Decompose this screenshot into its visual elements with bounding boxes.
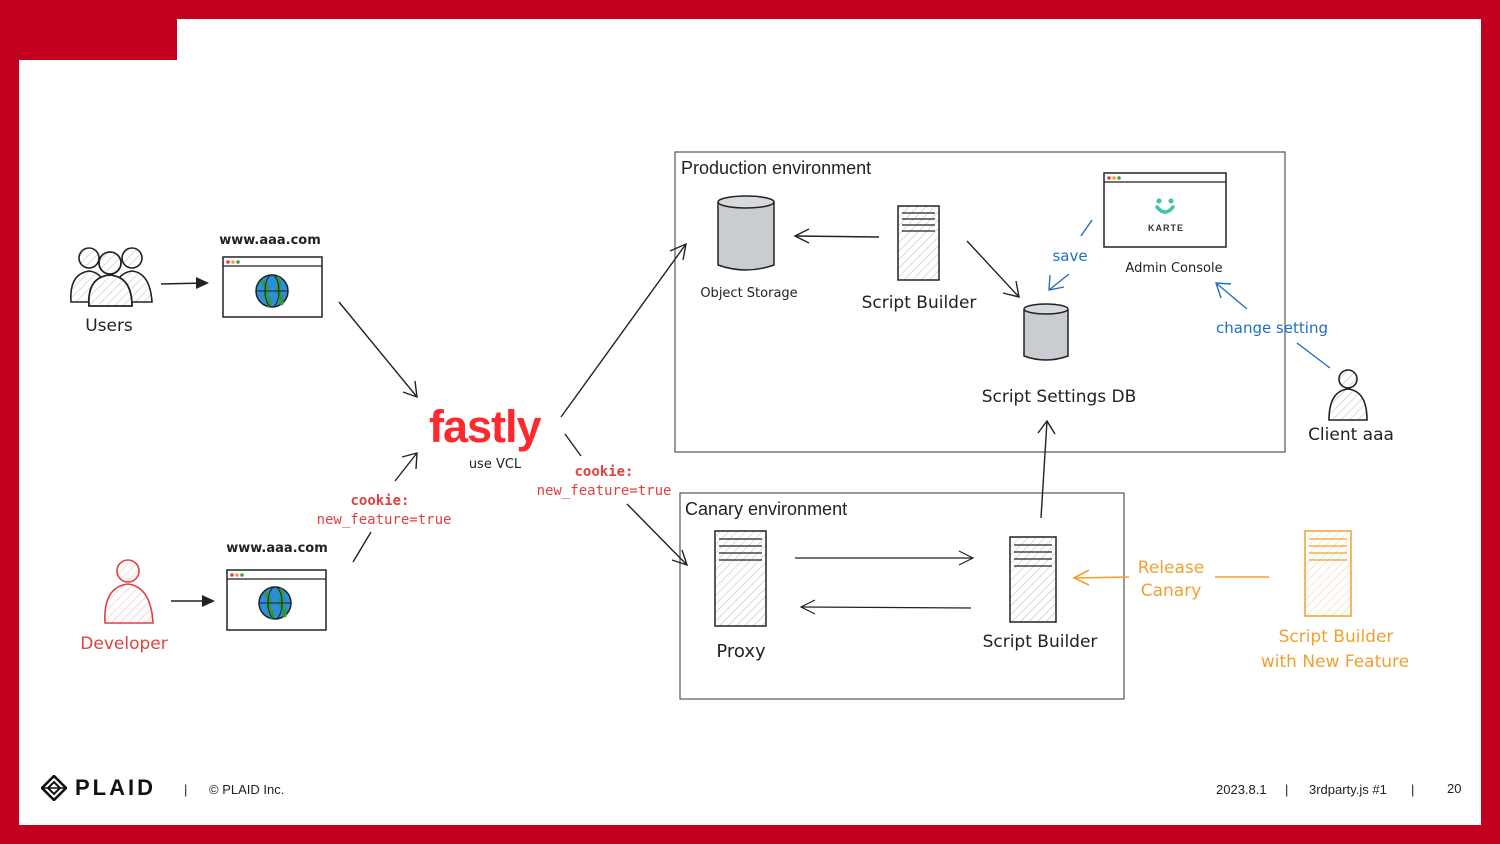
browser-window-developer bbox=[226, 569, 327, 631]
karte-logo-icon bbox=[1155, 198, 1175, 214]
site-label-developer: www.aaa.com bbox=[226, 541, 328, 556]
client-icon bbox=[1328, 369, 1368, 421]
footer-date: 2023.8.1 bbox=[1216, 782, 1267, 797]
users-label: Users bbox=[85, 316, 133, 336]
arrow-site-to-fastly bbox=[338, 301, 418, 399]
footer-separator: | bbox=[1411, 782, 1415, 797]
arrow-release-canary bbox=[1072, 569, 1269, 586]
arrow-canary-builder-to-proxy bbox=[799, 599, 972, 615]
change-setting-label: change setting bbox=[1216, 319, 1328, 337]
globe-icon bbox=[258, 586, 292, 620]
corner-tab bbox=[19, 19, 177, 60]
developer-label: Developer bbox=[80, 634, 167, 654]
script-builder-new-feature-label-line2: with New Feature bbox=[1261, 652, 1409, 672]
release-canary-label-line1: Release bbox=[1138, 558, 1204, 578]
arrow-builder-to-settings-db bbox=[966, 240, 1020, 298]
canary-environment-box: Canary environment bbox=[679, 492, 1125, 700]
arrow-developer-to-site bbox=[171, 595, 215, 607]
users-icon bbox=[70, 247, 153, 307]
plaid-wordmark: PLAID bbox=[75, 775, 156, 800]
script-builder-prod-label: Script Builder bbox=[862, 293, 977, 313]
arrow-fastly-to-production bbox=[560, 242, 687, 418]
canary-environment-title: Canary environment bbox=[685, 499, 847, 519]
footer-separator: | bbox=[1285, 782, 1289, 797]
arrow-proxy-to-canary-builder bbox=[795, 550, 975, 566]
cookie-label-fastly-line2: new_feature=true bbox=[537, 483, 672, 499]
script-builder-prod-server-icon bbox=[897, 205, 940, 281]
arrow-users-to-site bbox=[160, 277, 209, 289]
browser-window-users bbox=[222, 256, 323, 318]
arrow-fastly-to-canary bbox=[564, 433, 689, 567]
production-environment-title: Production environment bbox=[681, 158, 871, 178]
developer-icon bbox=[104, 559, 154, 624]
release-canary-label-line2: Canary bbox=[1141, 581, 1202, 601]
admin-console-label: Admin Console bbox=[1125, 261, 1222, 276]
client-label: Client aaa bbox=[1308, 425, 1394, 445]
save-label: save bbox=[1052, 247, 1087, 265]
script-settings-db-icon bbox=[1023, 303, 1069, 361]
script-settings-db-label: Script Settings DB bbox=[982, 387, 1137, 407]
proxy-label: Proxy bbox=[716, 641, 766, 662]
fastly-caption: use VCL bbox=[469, 457, 522, 472]
script-builder-canary-server-icon bbox=[1009, 536, 1057, 623]
arrow-change-setting bbox=[1215, 282, 1331, 369]
plaid-logo-icon bbox=[41, 775, 67, 801]
script-builder-new-feature-server-icon bbox=[1304, 530, 1352, 617]
footer-separator: | bbox=[184, 782, 188, 797]
slide: Production environment Canary environmen… bbox=[19, 19, 1481, 825]
admin-console-window: KARTE bbox=[1103, 172, 1227, 248]
plaid-brand: PLAID bbox=[41, 775, 156, 801]
production-environment-box: Production environment bbox=[674, 151, 1286, 453]
karte-wordmark: KARTE bbox=[1148, 223, 1184, 233]
footer-event: 3rdparty.js #1 bbox=[1309, 782, 1387, 797]
arrow-canary-builder-to-settings-db bbox=[1037, 419, 1056, 519]
site-label-users: www.aaa.com bbox=[219, 233, 321, 248]
object-storage-icon bbox=[717, 195, 775, 271]
object-storage-label: Object Storage bbox=[700, 286, 797, 301]
arrow-developer-site-to-fastly bbox=[352, 452, 418, 563]
proxy-server-icon bbox=[714, 530, 767, 627]
cookie-label-developer-line2: new_feature=true bbox=[317, 512, 452, 528]
fastly-logo: fastly bbox=[429, 401, 542, 452]
architecture-diagram: Production environment Canary environmen… bbox=[70, 151, 1409, 700]
script-builder-new-feature-label-line1: Script Builder bbox=[1279, 627, 1394, 647]
cookie-label-fastly-line1: cookie: bbox=[574, 464, 633, 480]
arrow-save bbox=[1048, 219, 1093, 291]
cookie-label-developer-line1: cookie: bbox=[350, 493, 409, 509]
page-number: 20 bbox=[1447, 781, 1462, 796]
arrow-builder-to-object-storage bbox=[793, 228, 880, 244]
footer-copyright: © PLAID Inc. bbox=[209, 782, 285, 797]
globe-icon bbox=[255, 274, 289, 308]
script-builder-canary-label: Script Builder bbox=[983, 632, 1098, 652]
